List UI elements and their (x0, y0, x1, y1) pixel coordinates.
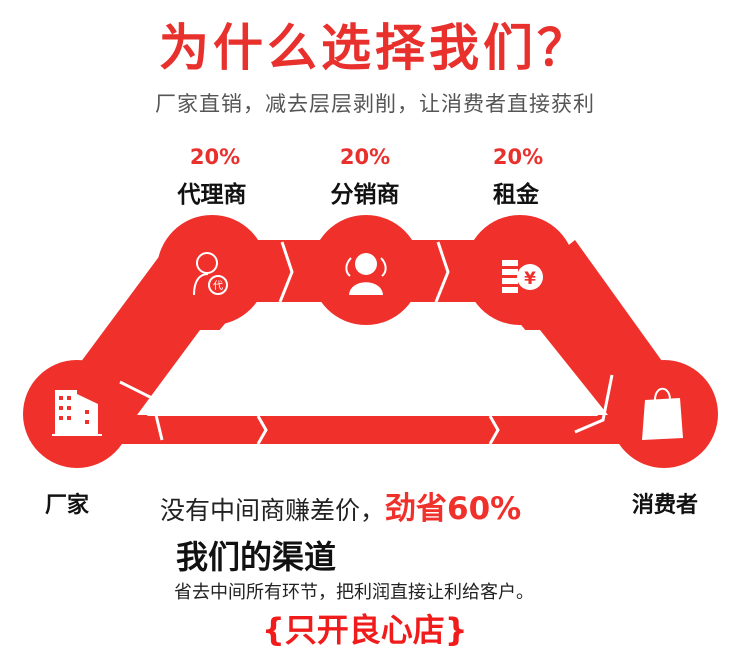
agent-node (157, 215, 267, 325)
channel-note: 省去中间所有环节，把利润直接让利给客户。 (174, 582, 534, 603)
slogan: {只开良心店} (262, 611, 468, 649)
svg-text:¥: ¥ (524, 269, 536, 289)
savings-highlight: 劲省60% (385, 491, 522, 527)
middle-text: 没有中间商赚差价， (160, 496, 386, 525)
agent-percent: 20% (189, 145, 241, 169)
rent-label: 租金 (493, 182, 539, 208)
distributor-icon (345, 253, 387, 295)
chevron-separator (256, 415, 268, 445)
rent-percent: 20% (492, 145, 544, 169)
factory-building-icon (52, 390, 102, 436)
chevron-separator (574, 374, 614, 434)
chevron-separator (488, 415, 500, 445)
chevron-separator (434, 241, 450, 303)
distributor-label: 分销商 (330, 182, 400, 208)
consumer-label: 消费者 (632, 493, 699, 518)
chevron-separator (119, 380, 164, 441)
shopping-bag-icon (642, 387, 683, 440)
factory-label: 厂家 (45, 493, 90, 518)
agent-label: 代理商 (177, 182, 247, 208)
channel-title: 我们的渠道 (176, 538, 337, 576)
agent-icon: 代 (193, 252, 228, 296)
chevron-separator (278, 241, 294, 303)
no-middleman-text: 没有中间商赚差价，劲省60% (160, 483, 521, 528)
rent-coin-icon: ¥ (502, 260, 543, 293)
page-title: 为什么选择我们？ (159, 19, 591, 77)
distributor-percent: 20% (339, 145, 391, 169)
band-bottom (80, 416, 660, 444)
svg-text:代: 代 (213, 280, 223, 292)
subtitle: 厂家直销，减去层层剥削，让消费者直接获利 (155, 92, 595, 116)
